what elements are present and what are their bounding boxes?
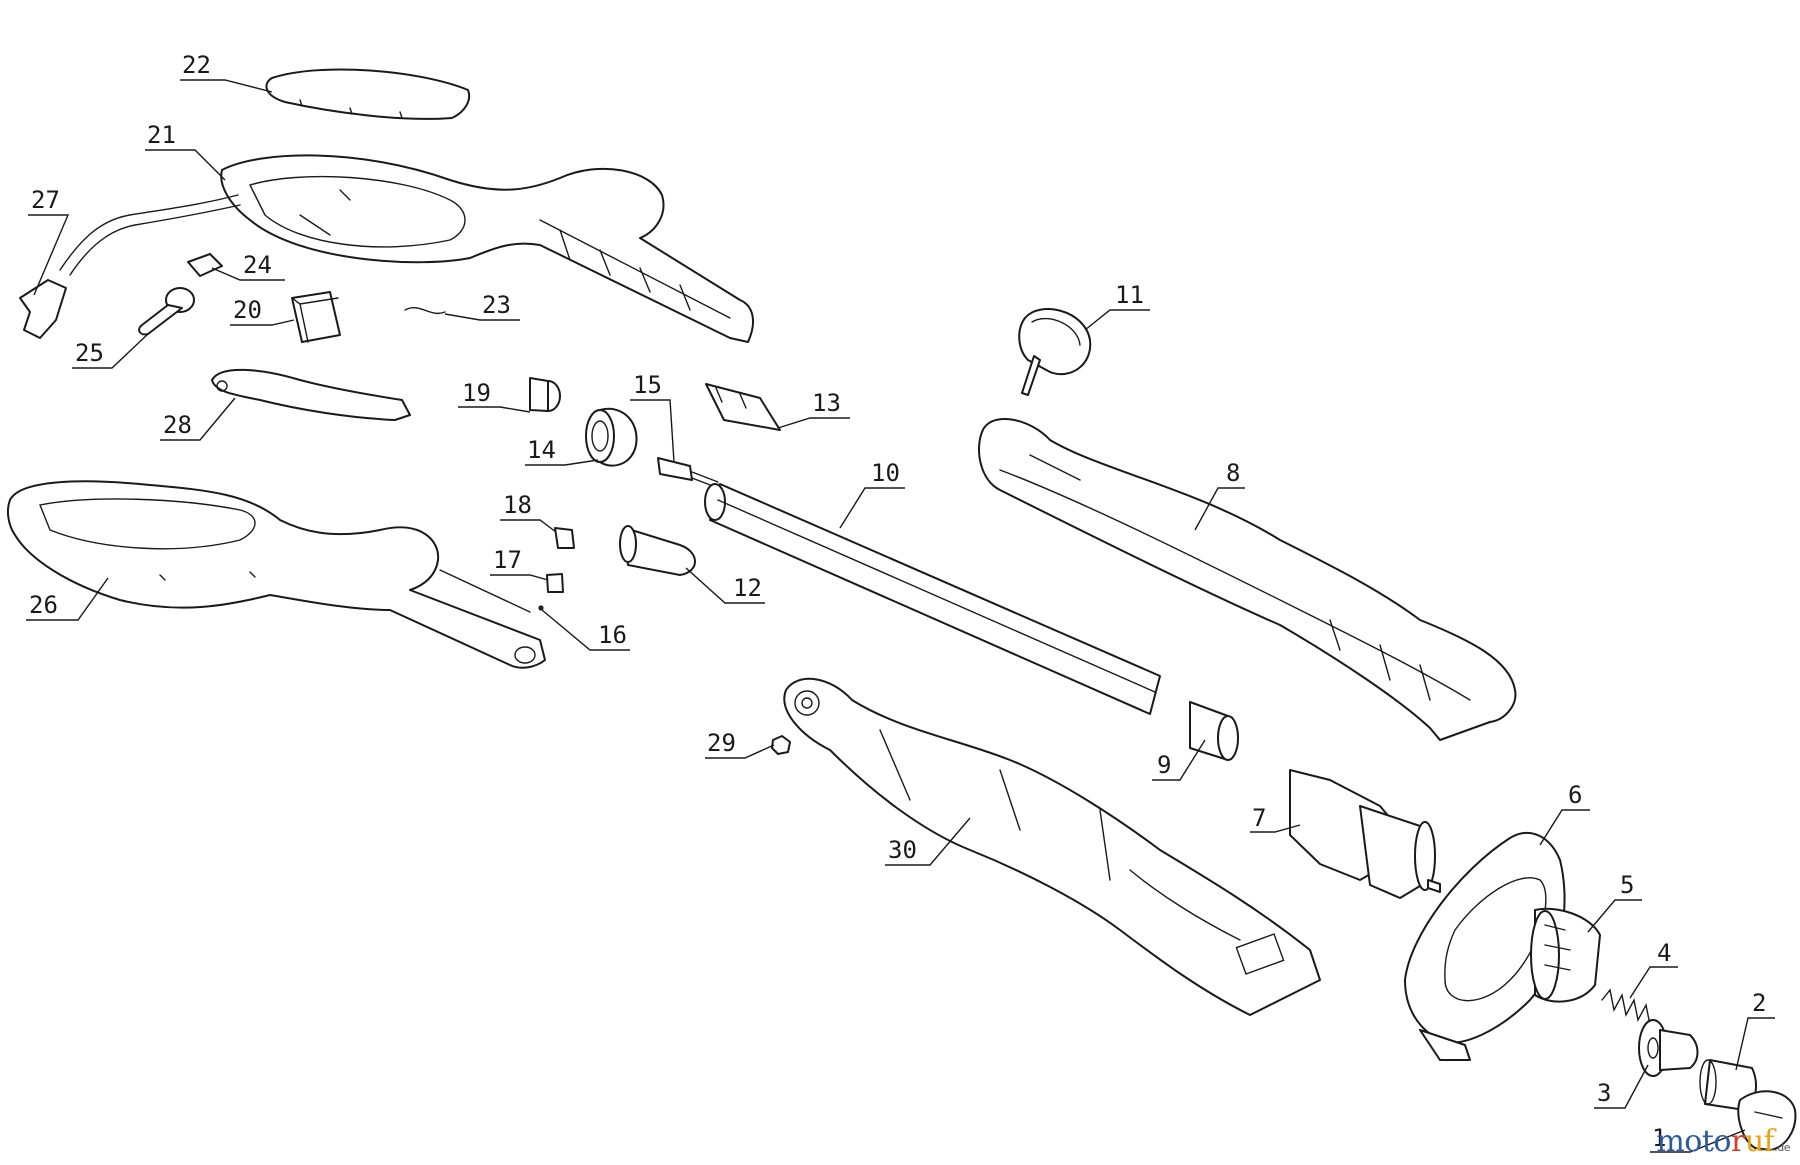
watermark-main: moto xyxy=(1656,1124,1731,1159)
part-16-screw xyxy=(538,605,544,611)
part-11-knob xyxy=(1018,308,1092,396)
callout-29: 29 xyxy=(705,729,775,759)
part-number-label: 18 xyxy=(503,491,532,519)
part-30-shaft-housing xyxy=(783,677,1321,1016)
part-3-spool xyxy=(1638,1019,1699,1077)
part-number-label: 4 xyxy=(1657,939,1671,967)
part-number-label: 17 xyxy=(493,546,522,574)
watermark-accent2: uf xyxy=(1744,1124,1775,1159)
part-number-label: 24 xyxy=(243,251,272,279)
part-number-label: 12 xyxy=(733,574,762,602)
callout-7: 7 xyxy=(1250,804,1301,833)
watermark-accent1: r xyxy=(1730,1124,1745,1159)
part-number-label: 10 xyxy=(871,459,900,487)
callout-24: 24 xyxy=(211,251,285,281)
callout-10: 10 xyxy=(839,459,905,529)
part-number-label: 8 xyxy=(1226,459,1240,487)
callout-30: 30 xyxy=(885,817,971,866)
part-22-cover xyxy=(265,68,471,120)
part-28-trigger xyxy=(211,368,411,421)
part-number-label: 16 xyxy=(598,621,627,649)
part-7-motor xyxy=(1289,769,1441,899)
part-number-label: 29 xyxy=(707,729,736,757)
callout-6: 6 xyxy=(1539,781,1590,846)
callout-21: 21 xyxy=(145,121,226,181)
callout-17: 17 xyxy=(490,546,549,581)
callout-1: 1 xyxy=(1650,1124,1746,1153)
part-5-spool-hub xyxy=(1530,907,1601,1003)
part-number-label: 25 xyxy=(75,339,104,367)
part-25-pin xyxy=(138,287,195,336)
part-13-terminal xyxy=(705,383,781,431)
part-number-label: 30 xyxy=(888,836,917,864)
part-number-label: 15 xyxy=(633,371,662,399)
part-number-label: 3 xyxy=(1597,1079,1611,1107)
callout-28: 28 xyxy=(160,397,236,441)
part-number-label: 21 xyxy=(147,121,176,149)
callout-25: 25 xyxy=(72,333,149,369)
part-18-bracket xyxy=(554,527,575,549)
callout-11: 11 xyxy=(1084,281,1150,331)
part-24-clip xyxy=(187,253,223,277)
callout-5: 5 xyxy=(1587,871,1642,933)
callout-26: 26 xyxy=(26,577,109,621)
part-27-cord xyxy=(19,194,241,339)
callout-18: 18 xyxy=(500,491,557,533)
part-number-label: 2 xyxy=(1752,989,1766,1017)
part-number-label: 6 xyxy=(1568,781,1582,809)
part-number-label: 26 xyxy=(29,591,58,619)
part-8-housing-half xyxy=(978,417,1517,741)
watermark-tld: .de xyxy=(1774,1141,1790,1154)
part-number-label: 11 xyxy=(1115,281,1144,309)
part-21-upper-housing xyxy=(220,154,755,343)
part-12-sleeve xyxy=(619,525,696,576)
callout-4: 4 xyxy=(1629,939,1678,999)
part-number-label: 28 xyxy=(163,411,192,439)
part-26-lower-housing xyxy=(6,480,546,669)
part-number-label: 13 xyxy=(812,389,841,417)
callout-20: 20 xyxy=(230,296,295,326)
callout-15: 15 xyxy=(630,371,675,463)
part-number-label: 20 xyxy=(233,296,262,324)
part-19-end-cap xyxy=(529,377,561,412)
motoruf-watermark-logo: motoruf.de xyxy=(1656,1124,1790,1159)
part-1-base xyxy=(1737,1090,1797,1151)
part-4-spring xyxy=(1601,988,1651,1026)
callout-13: 13 xyxy=(777,389,850,429)
callout-23: 23 xyxy=(444,291,520,321)
part-number-label: 27 xyxy=(31,186,60,214)
callout-22: 22 xyxy=(180,51,273,93)
part-number-label: 22 xyxy=(182,51,211,79)
callout-9: 9 xyxy=(1152,739,1206,781)
callout-2: 2 xyxy=(1735,989,1775,1071)
part-10-shaft xyxy=(704,483,1161,715)
callout-27: 27 xyxy=(28,186,70,296)
part-15-connector xyxy=(657,457,719,489)
callout-16: 16 xyxy=(541,609,630,651)
part-number-label: 9 xyxy=(1157,751,1171,779)
part-6-guard xyxy=(1404,832,1566,1061)
part-number-label: 5 xyxy=(1620,871,1634,899)
part-number-label: 23 xyxy=(482,291,511,319)
part-20-switch xyxy=(291,291,341,343)
part-9-bushing xyxy=(1189,701,1239,761)
callout-8: 8 xyxy=(1194,459,1245,531)
part-23-wire xyxy=(404,307,446,315)
part-number-label: 14 xyxy=(527,436,556,464)
callout-12: 12 xyxy=(685,567,765,604)
callout-14: 14 xyxy=(525,436,599,466)
part-14-collar xyxy=(585,407,638,467)
part-17-clip xyxy=(546,573,564,593)
callout-19: 19 xyxy=(458,379,531,413)
part-29-nut xyxy=(771,735,791,755)
part-number-label: 19 xyxy=(462,379,491,407)
part-number-label: 1 xyxy=(1652,1124,1666,1152)
part-number-label: 7 xyxy=(1252,804,1266,832)
callout-3: 3 xyxy=(1594,1064,1649,1109)
